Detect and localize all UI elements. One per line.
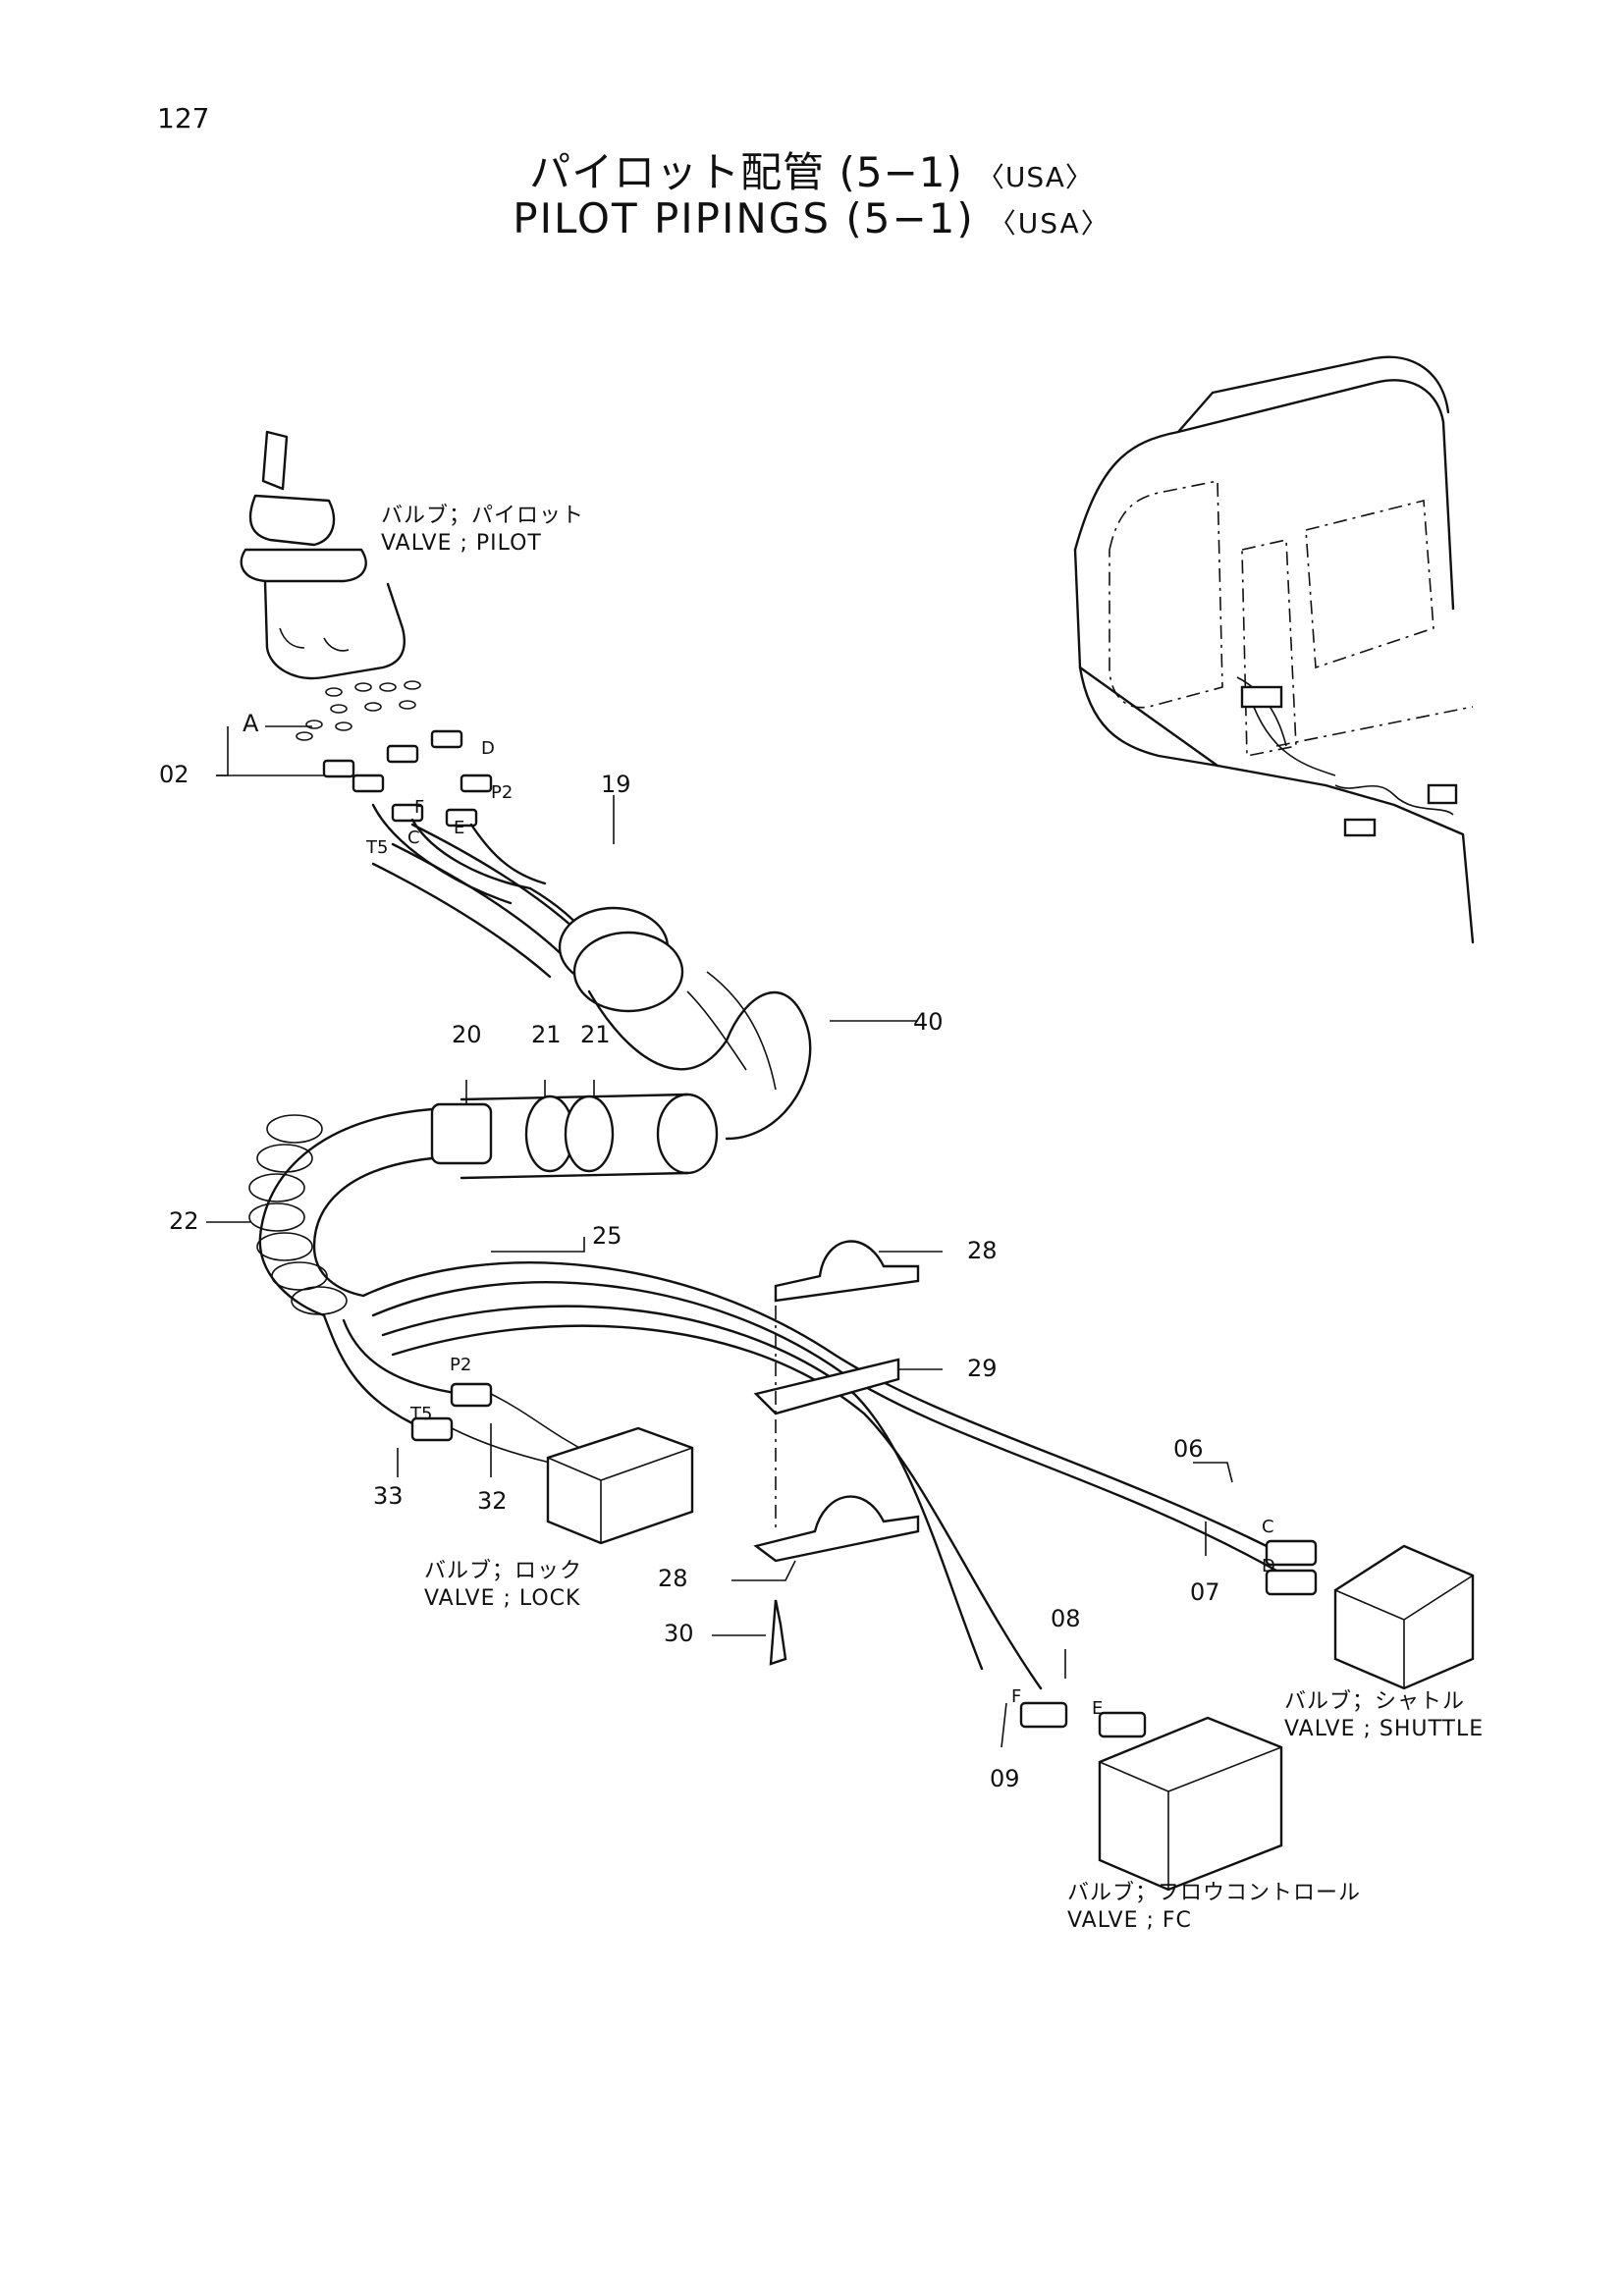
page-title-en: PILOT PIPINGS (5−1) 〈USA〉 [0, 194, 1623, 242]
port-letter-f-fc: F [1011, 1686, 1022, 1707]
title-en-text: PILOT PIPINGS (5−1) [513, 194, 975, 242]
part-number-33: 33 [373, 1482, 404, 1510]
fc-valve-label-en: VALVE ; FC [1067, 1908, 1192, 1933]
port-letter-c-shuttle: C [1262, 1517, 1274, 1537]
page-title-jp: パイロット配管 (5−1) 〈USA〉 [0, 139, 1623, 199]
cab-illustration [1073, 355, 1475, 944]
part-number-29: 29 [967, 1355, 998, 1382]
fc-valve-label: バルブ；フロウコントロール VALVE ; FC [1067, 1880, 1361, 1935]
part-number-32: 32 [477, 1487, 508, 1515]
part-number-30: 30 [664, 1620, 694, 1647]
title-jp-region-tag: 〈USA〉 [976, 161, 1094, 193]
pilot-valve-label: バルブ；パイロット VALVE ; PILOT [381, 503, 584, 558]
port-letter-d: D [481, 738, 495, 759]
port-letter-p2-lock: P2 [450, 1355, 472, 1375]
port-letter-d-shuttle: D [1262, 1556, 1275, 1576]
main-hoses [361, 1261, 1475, 1892]
pilot-valve-label-jp: バルブ；パイロット [381, 504, 585, 528]
port-letter-f: F [414, 797, 425, 818]
part-number-08: 08 [1051, 1605, 1081, 1632]
part-number-19: 19 [601, 771, 631, 798]
title-jp-text: パイロット配管 (5−1) [529, 148, 963, 196]
shuttle-valve-label-jp: バルブ；シャトル [1284, 1689, 1466, 1714]
part-number-06: 06 [1173, 1435, 1204, 1463]
port-letter-e-fc: E [1092, 1698, 1104, 1719]
pilot-valve-label-en: VALVE ; PILOT [381, 531, 542, 556]
lock-valve-label: バルブ；ロック VALVE ; LOCK [424, 1558, 582, 1613]
lock-valve-label-jp: バルブ；ロック [424, 1559, 583, 1583]
part-number-28a: 28 [967, 1237, 998, 1264]
page-number: 127 [157, 102, 210, 134]
leader-lines [206, 725, 1233, 1748]
port-letter-c: C [407, 828, 420, 848]
shuttle-valve-label: バルブ；シャトル VALVE ; SHUTTLE [1284, 1688, 1484, 1743]
part-number-21b: 21 [580, 1021, 611, 1048]
pilot-fittings [322, 729, 547, 905]
port-letter-a: A [243, 710, 259, 737]
part-number-09: 09 [990, 1765, 1020, 1792]
title-en-region-tag: 〈USA〉 [988, 207, 1110, 240]
part-number-28b: 28 [658, 1565, 688, 1592]
part-number-20: 20 [452, 1021, 482, 1048]
shuttle-valve-label-en: VALVE ; SHUTTLE [1284, 1717, 1485, 1741]
lock-valve-hoses [322, 1313, 694, 1545]
port-letter-e: E [454, 818, 465, 838]
part-number-02: 02 [159, 761, 189, 788]
clamps [753, 1240, 920, 1666]
part-number-07: 07 [1190, 1578, 1220, 1606]
pilot-valve-illustration [240, 430, 421, 741]
part-number-40: 40 [913, 1008, 944, 1036]
part-number-21a: 21 [531, 1021, 562, 1048]
part-number-25: 25 [592, 1222, 622, 1250]
fc-valve-label-jp: バルブ；フロウコントロール [1067, 1881, 1362, 1905]
port-letter-p2: P2 [491, 782, 514, 803]
lock-valve-label-en: VALVE ; LOCK [424, 1586, 581, 1611]
port-letter-t5: T5 [366, 837, 389, 858]
hose-bundle [248, 823, 812, 1317]
part-number-22: 22 [169, 1207, 199, 1235]
port-letter-t5-lock: T5 [410, 1404, 433, 1424]
